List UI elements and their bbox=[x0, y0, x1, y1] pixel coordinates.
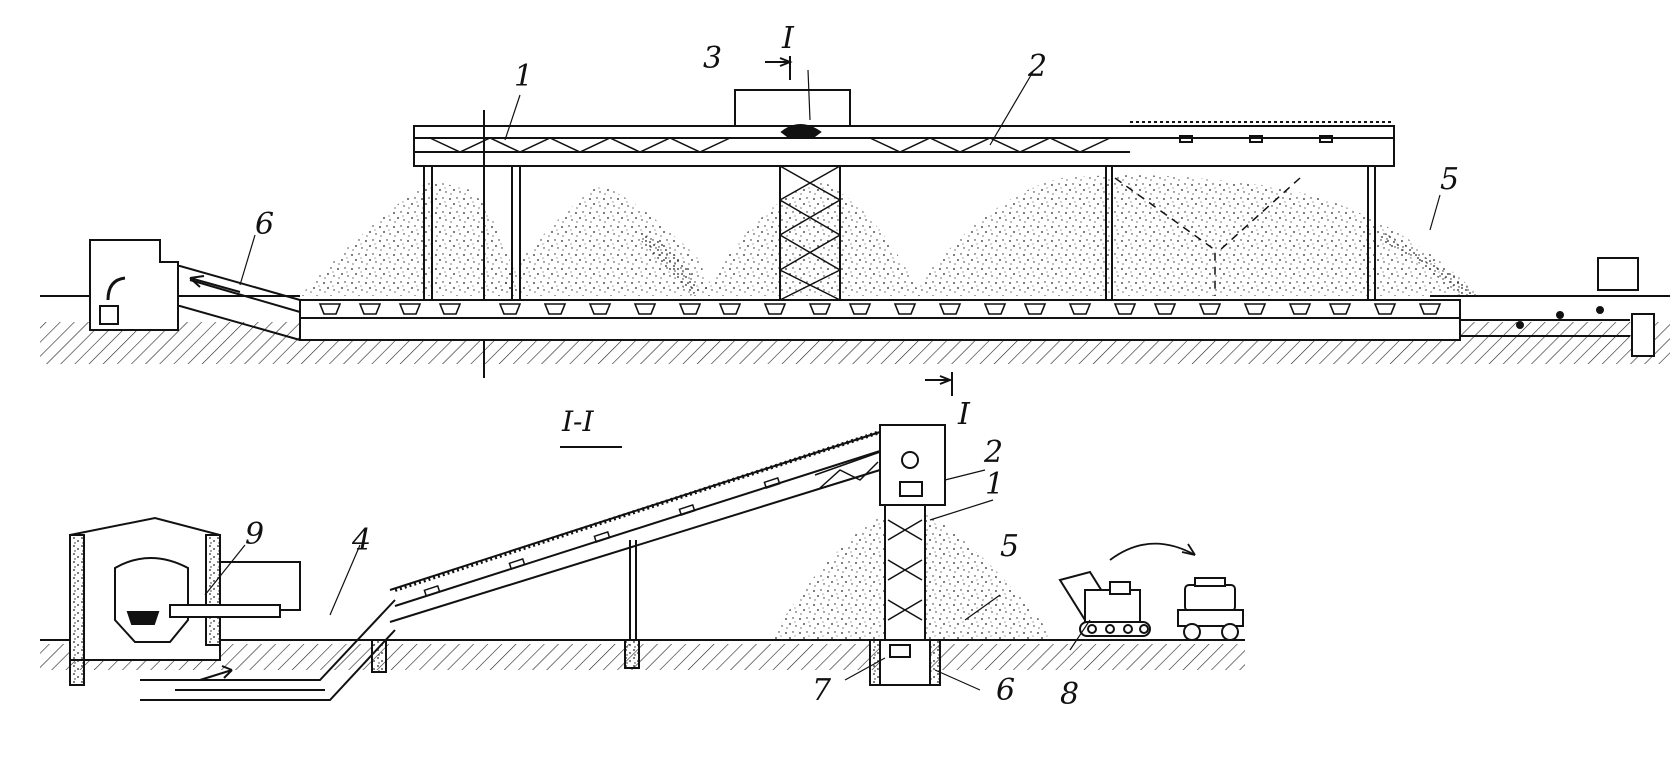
section-title-underline bbox=[560, 446, 622, 448]
gallery-windows bbox=[423, 477, 781, 597]
section-mark-top: I bbox=[782, 21, 794, 56]
top-section bbox=[40, 56, 1670, 378]
trolley bbox=[780, 124, 822, 139]
leader-lines bbox=[204, 69, 1441, 691]
gallery-truss bbox=[814, 451, 881, 491]
label-pit-bottom: 6 bbox=[996, 673, 1016, 708]
stockpile-3 bbox=[700, 180, 920, 296]
transfer-arrow bbox=[1109, 542, 1196, 561]
section-mark-bottom: I bbox=[958, 397, 970, 432]
gantry-truss bbox=[429, 137, 1111, 153]
flow-arrow-top bbox=[189, 275, 241, 293]
bin-hopper bbox=[114, 557, 189, 643]
label-pile-bottom: 5 bbox=[1000, 529, 1020, 564]
stockpile-2 bbox=[490, 185, 710, 296]
pit bbox=[879, 639, 931, 686]
dashed-chute bbox=[1114, 177, 1301, 296]
tunnel bbox=[299, 299, 1461, 341]
loader-8 bbox=[1058, 570, 1151, 637]
label-tripper-bottom: 2 bbox=[984, 435, 1004, 470]
gantry-top-housing bbox=[734, 89, 851, 126]
left-pump-house bbox=[89, 239, 179, 331]
section-marker-top bbox=[765, 56, 793, 80]
label-pile-top: 5 bbox=[1440, 162, 1460, 197]
tripper-bottom bbox=[899, 481, 923, 497]
section-marker-bottom bbox=[925, 372, 953, 396]
label-gantry-bottom: 1 bbox=[985, 467, 1005, 502]
feeder-row bbox=[318, 303, 1442, 315]
label-trolley-top: 3 bbox=[703, 41, 723, 76]
right-end-structure bbox=[1597, 257, 1639, 291]
label-conveyor-top: 1 bbox=[514, 59, 534, 94]
label-tripper-top: 2 bbox=[1028, 49, 1048, 84]
section-title: I-I bbox=[562, 405, 594, 438]
label-bin-bottom: 9 bbox=[245, 517, 265, 552]
stockpile-shading bbox=[640, 230, 700, 296]
left-building bbox=[69, 516, 221, 661]
bottom-section bbox=[40, 69, 1441, 701]
label-feeder-bottom: 7 bbox=[812, 673, 832, 708]
label-incline-conveyor: 4 bbox=[352, 523, 372, 558]
label-loader-bottom: 8 bbox=[1060, 677, 1080, 712]
gantry-roof bbox=[413, 125, 1395, 167]
flow-arrow-bottom bbox=[199, 665, 233, 681]
label-tunnel-conveyor-top: 6 bbox=[255, 207, 275, 242]
stockpile-1 bbox=[300, 180, 520, 296]
truck bbox=[1177, 577, 1244, 641]
